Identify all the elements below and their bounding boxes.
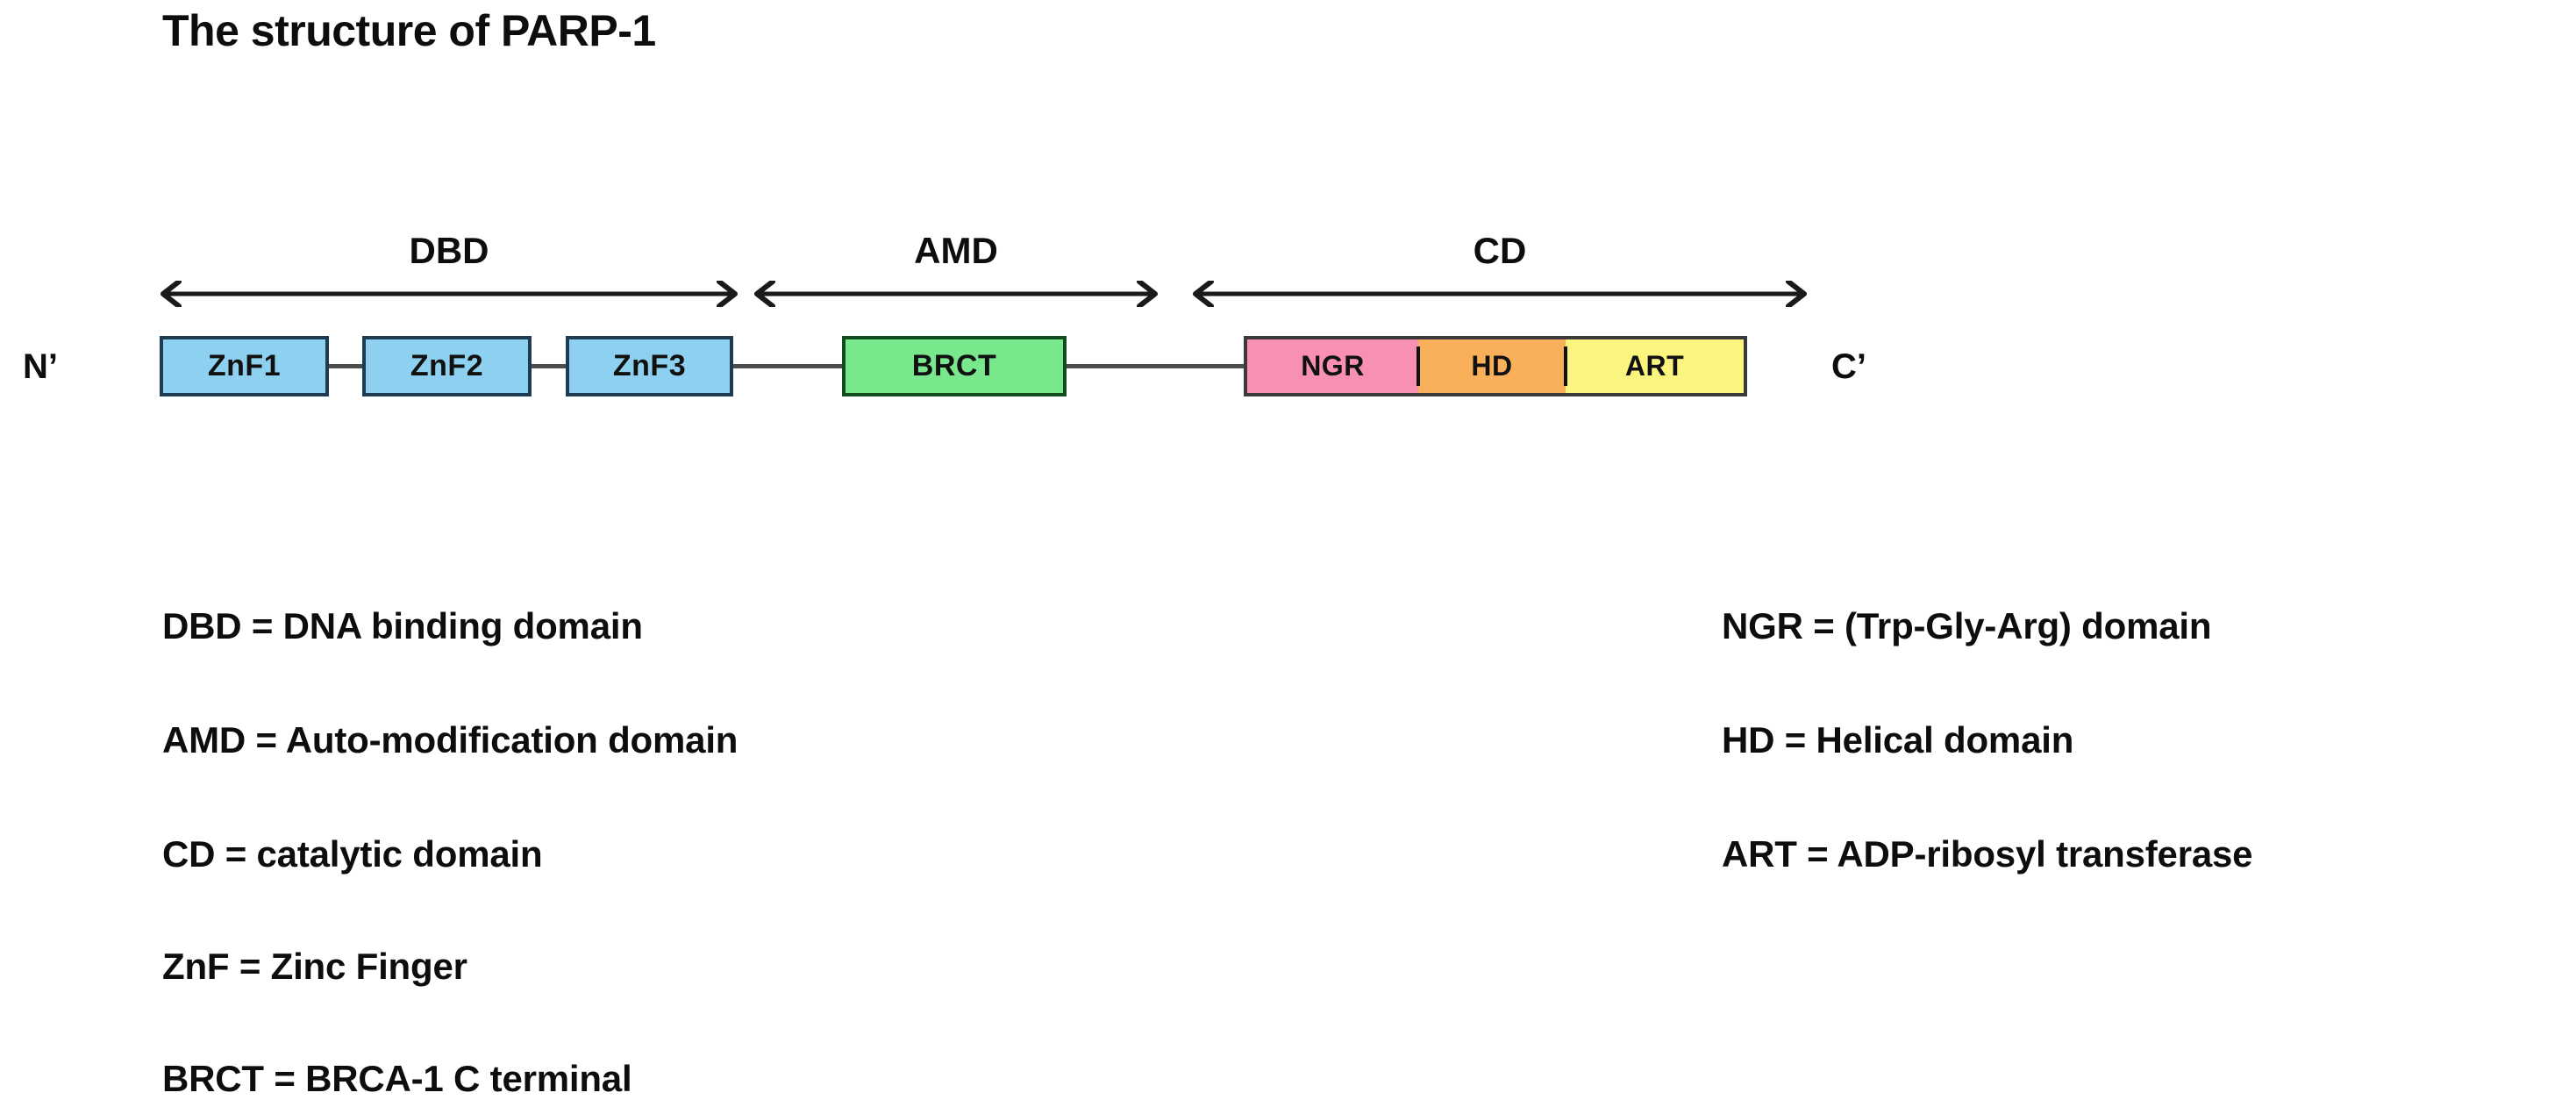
legend-item-art: ART = ADP-ribosyl transferase bbox=[1722, 833, 2253, 875]
span-label-amd: AMD bbox=[914, 230, 998, 271]
domain-box-znf3-label: ZnF3 bbox=[612, 349, 687, 382]
domain-segment-ngr-label: NGR bbox=[1301, 350, 1365, 382]
legend-item-dbd: DBD = DNA binding domain bbox=[162, 605, 643, 646]
domain-box-znf1-label: ZnF1 bbox=[207, 349, 282, 382]
domain-segment-art-label: ART bbox=[1624, 350, 1685, 382]
domain-segment-ngr[interactable]: NGR bbox=[1247, 339, 1418, 393]
domain-box-brct-label: BRCT bbox=[911, 349, 997, 382]
domain-box-znf2-label: ZnF2 bbox=[410, 349, 484, 382]
domain-box-znf1[interactable]: ZnF1 bbox=[160, 336, 329, 396]
domain-segment-art[interactable]: ART bbox=[1564, 339, 1744, 393]
n-terminus-label: N’ bbox=[23, 347, 58, 386]
domain-box-brct[interactable]: BRCT bbox=[842, 336, 1067, 396]
segment-divider-icon bbox=[1416, 346, 1420, 386]
span-label-cd: CD bbox=[1473, 230, 1527, 271]
domain-box-znf3[interactable]: ZnF3 bbox=[566, 336, 733, 396]
c-terminus-label: C’ bbox=[1831, 347, 1866, 386]
domain-segment-hd[interactable]: HD bbox=[1416, 339, 1566, 393]
legend-item-amd: AMD = Auto-modification domain bbox=[162, 719, 739, 761]
domain-segment-hd-label: HD bbox=[1471, 350, 1513, 382]
domain-box-znf2[interactable]: ZnF2 bbox=[362, 336, 532, 396]
page-title: The structure of PARP‑1 bbox=[162, 6, 656, 55]
connector-znf3-brct bbox=[733, 364, 842, 368]
span-arrow-cd bbox=[1188, 281, 1811, 307]
connector-znf1-znf2 bbox=[329, 364, 362, 368]
segment-divider-icon bbox=[1564, 346, 1567, 386]
span-arrow-amd bbox=[750, 281, 1162, 307]
span-arrow-dbd bbox=[156, 281, 742, 307]
legend-item-cd: CD = catalytic domain bbox=[162, 833, 543, 875]
span-label-dbd: DBD bbox=[409, 230, 489, 271]
legend-item-ngr: NGR = (Trp-Gly-Arg) domain bbox=[1722, 605, 2212, 646]
connector-brct-cd bbox=[1067, 364, 1244, 368]
connector-znf2-znf3 bbox=[532, 364, 566, 368]
catalytic-domain-bar: NGR HD ART bbox=[1244, 336, 1747, 396]
legend-item-znf: ZnF = Zinc Finger bbox=[162, 946, 467, 987]
legend-item-hd: HD = Helical domain bbox=[1722, 719, 2074, 761]
legend-item-brct: BRCT = BRCA-1 C terminal bbox=[162, 1058, 632, 1099]
